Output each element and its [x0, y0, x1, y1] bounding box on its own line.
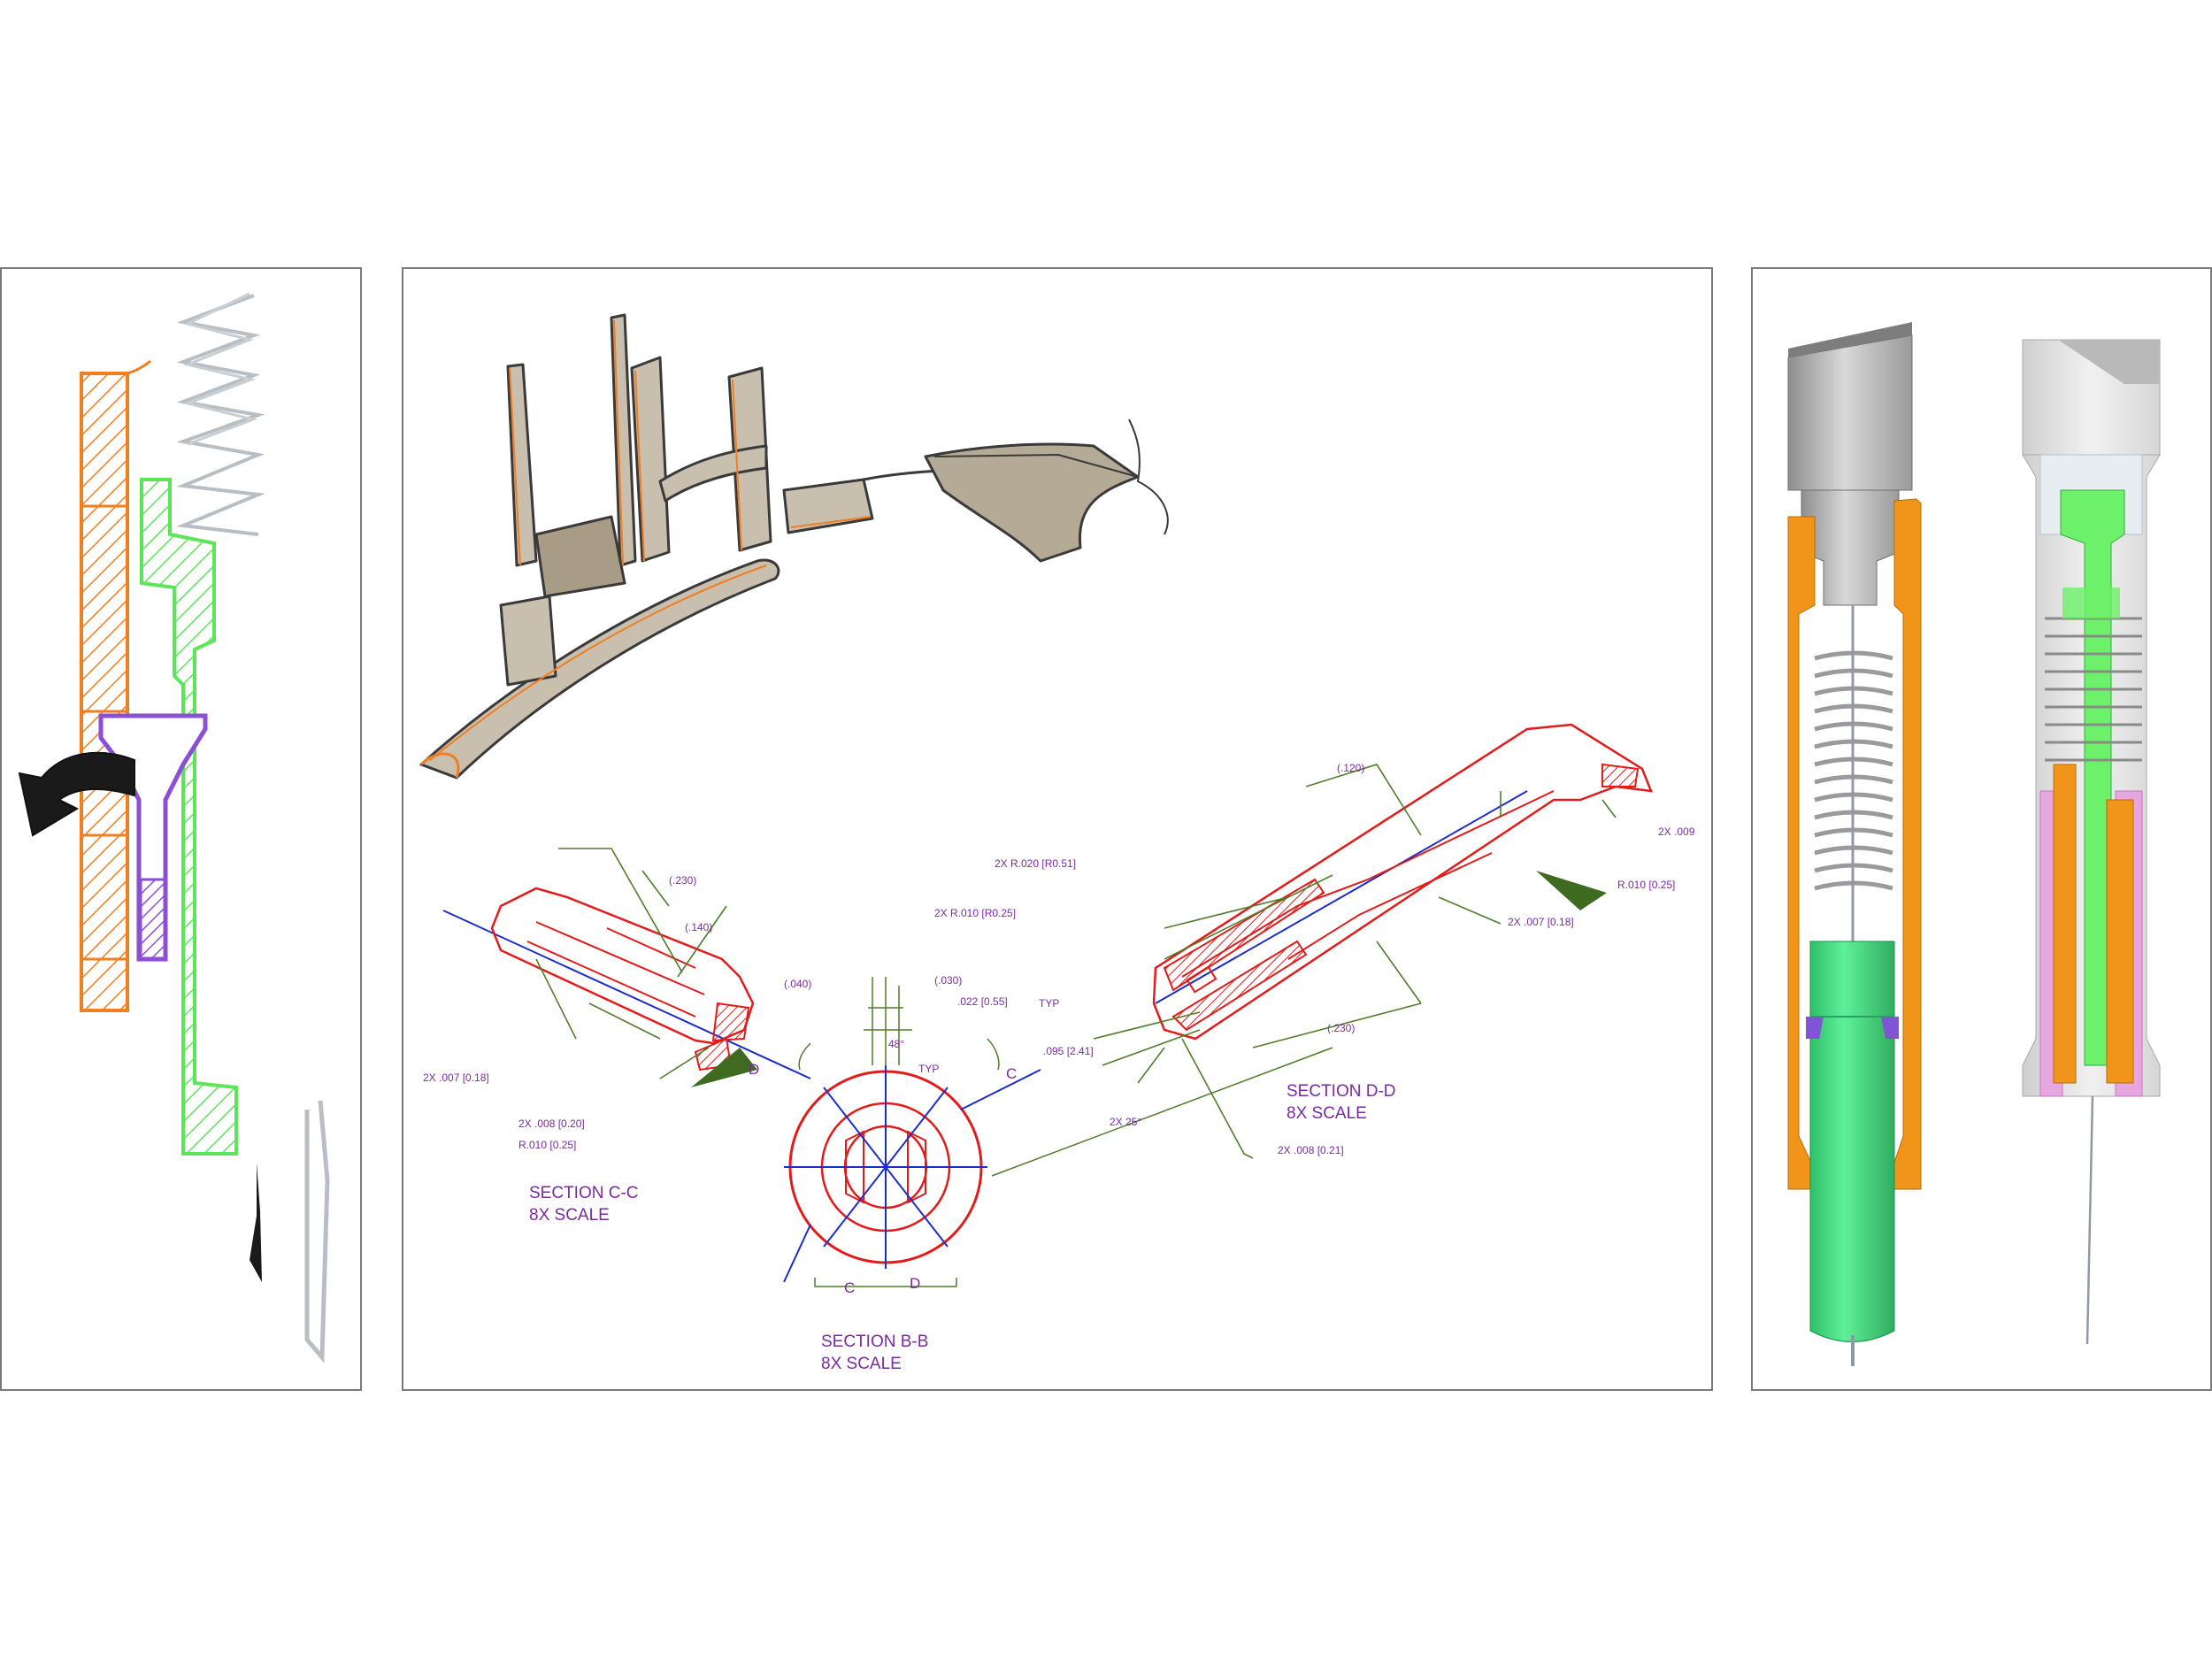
- section-b-b-scale: 8X SCALE: [821, 1355, 902, 1373]
- cad-cross-sections: [1787, 322, 2161, 1366]
- dim-007-right: 2X .007 [0.18]: [1508, 916, 1574, 928]
- section-c-c-title: SECTION C-C: [529, 1184, 639, 1202]
- cut-label-c-right: C: [1006, 1065, 1017, 1082]
- angle-48: 48°: [888, 1038, 904, 1050]
- engineering-drawing: (.230) (.140) (.040) 2X .007 [0.18] 2X .…: [419, 313, 1695, 1373]
- section-d-d-title: SECTION D-D: [1286, 1082, 1396, 1101]
- gray-zigzag-sketch: [176, 294, 265, 536]
- dim-030: (.030): [934, 974, 962, 987]
- radius-020: 2X R.020 [R0.51]: [995, 857, 1076, 870]
- dim-022: .022 [0.55]: [957, 995, 1008, 1008]
- black-pointer-sketch: [250, 1163, 262, 1282]
- pencil-section-sketch: [18, 292, 330, 1363]
- dim-007-left: 2X .007 [0.18]: [423, 1071, 489, 1084]
- dim-008-left: 2X .008 [0.20]: [518, 1118, 585, 1130]
- dim-230-right: (.230): [1327, 1022, 1355, 1034]
- center-drawing-panel: (.230) (.140) (.040) 2X .007 [0.18] 2X .…: [402, 267, 1713, 1391]
- gray-vertical-sketch: [304, 1100, 330, 1363]
- dim-009: 2X .009: [1658, 826, 1695, 838]
- green-part: [140, 478, 238, 1156]
- dim-120: (.120): [1337, 762, 1364, 774]
- cad-assembly-right: [2022, 339, 2161, 1345]
- dim-140: (.140): [685, 921, 712, 933]
- cut-label-d-bottom: D: [910, 1275, 920, 1292]
- isometric-part-sketch: [419, 313, 1169, 780]
- orange-part: [80, 359, 151, 1012]
- dim-095: .095 [2.41]: [1043, 1045, 1094, 1057]
- left-sketch-panel: [0, 267, 362, 1391]
- radius-010-left: R.010 [0.25]: [518, 1139, 576, 1151]
- angle-25: 2X 25°: [1110, 1116, 1141, 1128]
- section-d-d-drawing: (.120) 2X .009 2X R.020 [R0.51] 2X R.010…: [934, 723, 1695, 1159]
- needle-right: [2085, 1095, 2094, 1345]
- right-cad-panel: [1751, 267, 2212, 1391]
- cad-assembly-left: [1787, 322, 1922, 1366]
- section-b-b-drawing: (.030) .022 [0.55] 48° TYP C C D SECTION…: [783, 974, 1333, 1373]
- typ-right: TYP: [1039, 997, 1059, 1010]
- rotation-arrow-icon: [18, 751, 135, 837]
- section-b-b-title: SECTION B-B: [821, 1333, 928, 1351]
- section-c-c-drawing: (.230) (.140) (.040) 2X .007 [0.18] 2X .…: [423, 848, 811, 1225]
- radius-010-2x: 2X R.010 [R0.25]: [934, 907, 1016, 919]
- radius-010-right: R.010 [0.25]: [1617, 879, 1675, 891]
- typ-center: TYP: [918, 1063, 939, 1075]
- dim-230-left: (.230): [669, 874, 696, 887]
- section-d-d-scale: 8X SCALE: [1286, 1104, 1367, 1123]
- cut-label-d-left: D: [749, 1061, 759, 1078]
- dim-008-right: 2X .008 [0.21]: [1278, 1144, 1344, 1156]
- section-c-c-scale: 8X SCALE: [529, 1206, 610, 1225]
- dim-040: (.040): [784, 978, 811, 990]
- cut-label-c-bottom: C: [844, 1279, 855, 1296]
